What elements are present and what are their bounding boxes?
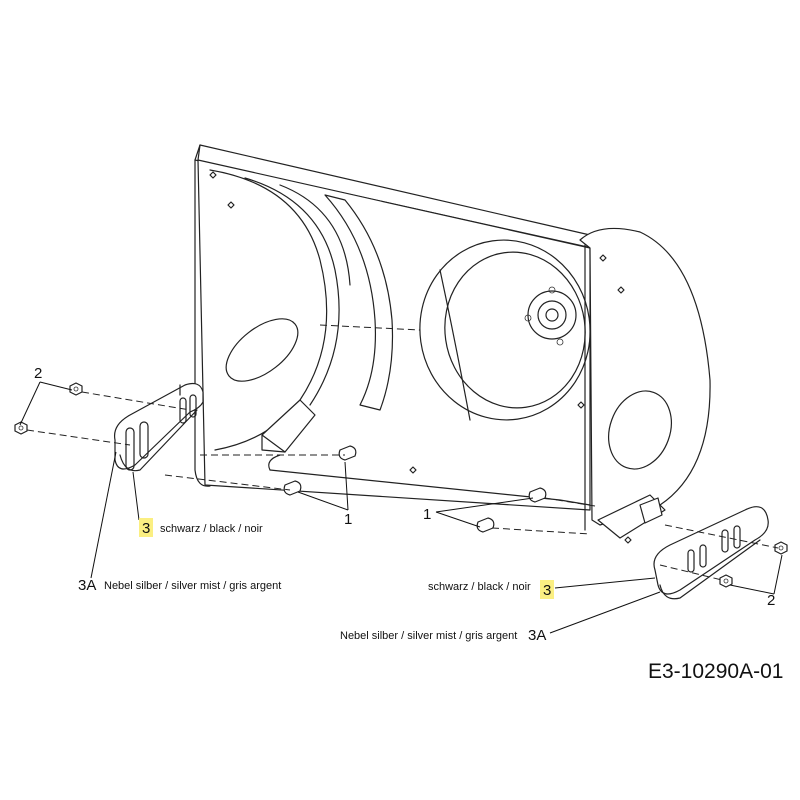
nuts-part-2: [14, 382, 788, 588]
assembly-lines: [26, 391, 779, 581]
description-3-right: schwarz / black / noir: [428, 581, 531, 593]
callout-3a-right: 3A: [528, 627, 546, 644]
callout-2-left: 2: [34, 365, 42, 382]
description-3a-left: Nebel silber / silver mist / gris argent: [104, 580, 281, 592]
callout-1-right: 1: [423, 506, 431, 523]
highlight-3-right: [540, 580, 554, 599]
callout-3-right: 3: [543, 582, 551, 599]
auger-housing: [194, 144, 711, 544]
leader-lines: [19, 381, 783, 634]
highlight-3-left: [139, 518, 153, 537]
skid-shoe-left: [113, 382, 204, 472]
callout-3-left: 3: [142, 520, 150, 537]
description-3a-right: Nebel silber / silver mist / gris argent: [340, 630, 517, 642]
callout-labels: 2 1 1 2 3 schwarz / black / noir 3A Nebe…: [34, 365, 783, 683]
callout-1-left: 1: [344, 511, 352, 528]
callout-2-right: 2: [767, 592, 775, 609]
callout-3a-left: 3A: [78, 577, 96, 594]
description-3-left: schwarz / black / noir: [160, 523, 263, 535]
bolts-part-1: [283, 445, 547, 533]
skid-shoe-right: [653, 506, 769, 600]
drawing-code: E3-10290A-01: [648, 660, 783, 683]
